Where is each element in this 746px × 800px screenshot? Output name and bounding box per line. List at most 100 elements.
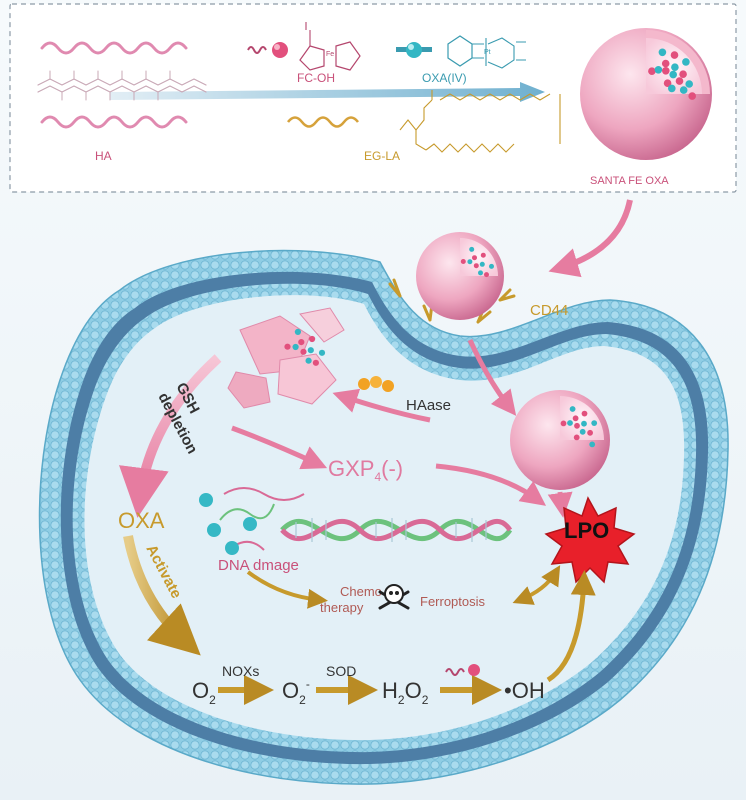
drug-dot [307,347,314,354]
fc-oh-small-icon [445,664,480,676]
eg-la-structure [399,90,561,153]
drug-dot [489,263,494,269]
drug-dot [292,343,299,351]
delivery-arrow [548,199,633,278]
dna-to-chemo-arrow [246,570,328,609]
drug-dot [469,246,475,252]
svg-text:Fe: Fe [326,51,334,58]
h2o2-label: H2O2 [382,678,429,707]
oxa-iv-label: OXA(IV) [422,71,467,85]
drug-dot [484,272,489,278]
particle-to-lpo-arrow [547,491,573,518]
ha-chains [37,41,207,129]
drug-dot [573,434,580,441]
noxs-label: NOXs [222,663,259,679]
fc-oh-label: FC-OH [297,71,335,85]
drug-dot [312,359,319,366]
haase-label: HAase [406,397,451,414]
santa-fe-oxa-nanoparticle [580,28,712,160]
chemo-label: Chemo [340,584,382,599]
drug-dot [688,92,696,100]
drug-dot [648,67,656,75]
drug-dot [300,348,307,355]
drug-dot [591,420,598,426]
drug-dot [663,79,672,87]
ferroptosis-lpo-arrow [512,565,561,605]
haase-enzyme-icon [358,376,394,392]
gxp4-suffix: (-) [381,456,403,481]
endocytosed-nanoparticle [510,390,610,490]
drug-dot [574,422,580,429]
drug-dot [309,335,316,343]
dna-helix [280,518,513,542]
dna-damage-label: DNA dmage [218,557,299,574]
ros-cascade: O2 NOXs O2- SOD H2O2 •OH [192,663,545,707]
eg-la-chain [286,116,360,128]
nanoparticle-label: SANTA FE OXA [590,175,669,187]
drug-dot [318,349,326,356]
degraded-nanoparticle [227,307,345,409]
drug-dot [662,67,670,75]
gxp4-sub: 4 [374,470,381,484]
gxp4-to-lpo-arrow [435,463,547,506]
drug-dot [478,270,483,276]
dna-damage-icon [199,487,305,555]
drug-dot [682,58,690,66]
drug-dot [569,406,576,412]
cd44-label: CD44 [530,302,568,319]
drug-dot [473,263,479,269]
synthesis-panel-border [9,3,737,193]
superoxide-label: O2- [282,677,310,707]
drug-dot [305,357,312,364]
gsh-depletion-arrow [119,354,222,518]
therapy-label: therapy [320,600,364,615]
gxp4-arrow [231,425,328,470]
haase-arrow [332,388,431,423]
fc-oh-icon: Fe [247,22,361,71]
activate-arrow [123,535,201,656]
skull-icon [378,584,410,610]
o2-label: O2 [192,678,216,707]
drug-dot [467,259,473,265]
drug-dot [572,415,579,422]
sod-label: SOD [326,663,356,679]
drug-dot [581,420,587,427]
oh-to-lpo-arrow [546,570,596,683]
drug-dot [654,66,663,74]
drug-dot [581,410,588,417]
gxp4-label: GXP4(-) [328,456,403,484]
drug-dot [658,48,667,57]
oxa-iv-icon: Pt [396,35,526,69]
drug-dot [670,51,679,59]
drug-dot [480,252,486,258]
drug-dot [472,255,477,261]
oh-radical-label: •OH [504,678,545,703]
drug-dot [669,70,677,79]
drug-dot [679,70,687,78]
drug-dot [685,80,693,88]
svg-text:Pt: Pt [484,49,491,56]
drug-dot [294,328,301,335]
drug-dot [587,429,593,436]
oxa-label: OXA [118,508,165,533]
eg-la-label: EG-LA [364,149,400,163]
drug-dot [460,259,466,264]
drug-dot [661,59,670,68]
ferroptosis-label: Ferroptosis [420,594,486,609]
drug-dot [668,84,676,93]
drug-dot [679,86,688,94]
drug-dot [298,339,305,346]
synthesis-arrow [110,82,545,102]
gxp4-main: GXP [328,456,374,481]
synthesis-panel: HA Fe FC-OH Pt OXA(IV) [9,3,737,193]
entering-nanoparticle [416,232,504,320]
lpo-label: LPO [564,518,609,543]
drug-dot [560,420,567,427]
drug-dot [284,343,291,350]
drug-dot [479,261,485,267]
drug-dot [579,428,586,435]
lpo-burst [544,496,636,584]
drug-dot [675,77,684,85]
cd44-receptors [388,278,516,324]
